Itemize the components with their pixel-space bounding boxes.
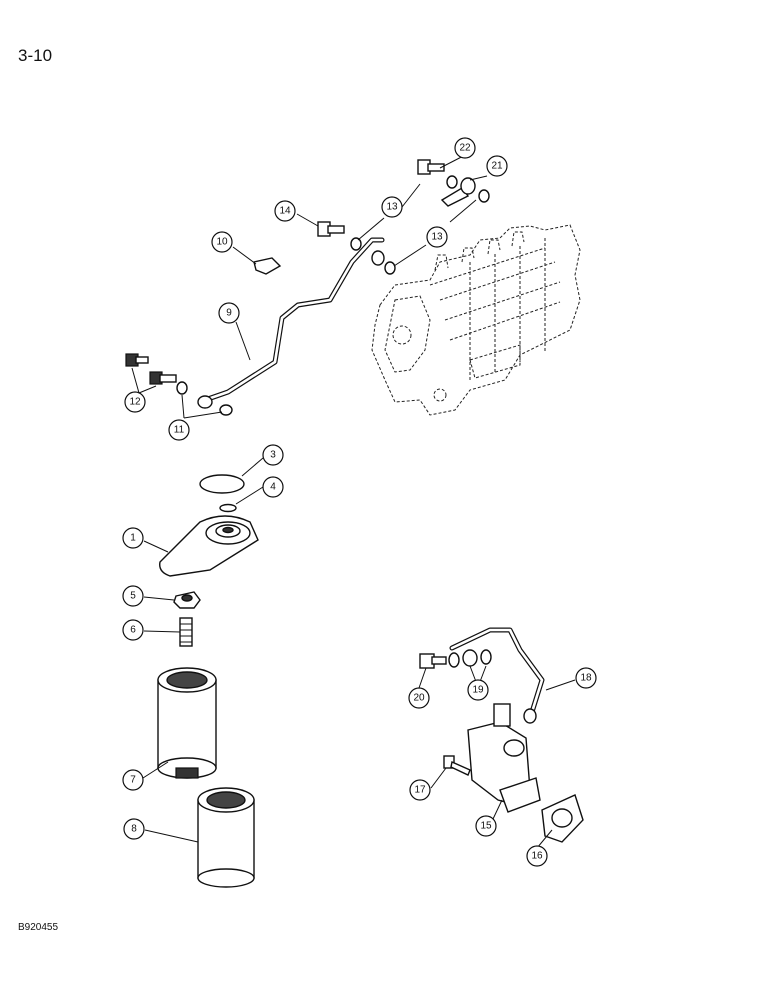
svg-text:14: 14 — [279, 206, 291, 217]
injection-pump-outline — [371, 224, 581, 416]
washer-13a — [350, 237, 362, 251]
callout-5: 5 — [122, 585, 144, 607]
washer-22b — [478, 189, 490, 203]
o-ring-3 — [199, 474, 245, 494]
filter-element-7 — [157, 667, 217, 779]
fuel-line — [197, 237, 385, 409]
svg-text:10: 10 — [216, 237, 228, 248]
filter-head — [159, 515, 259, 577]
callout-15: 15 — [475, 815, 497, 837]
svg-text:3: 3 — [270, 450, 276, 461]
gasket-16 — [541, 794, 584, 843]
callout-17: 17 — [409, 779, 431, 801]
callout-9: 9 — [218, 302, 240, 324]
lift-pump-15 — [467, 703, 541, 813]
svg-text:20: 20 — [413, 693, 425, 704]
svg-text:12: 12 — [129, 397, 141, 408]
callout-19: 19 — [467, 679, 489, 701]
washer-19a — [448, 652, 460, 668]
callout-8: 8 — [123, 818, 145, 840]
banjo-19 — [462, 649, 478, 667]
callout-22: 22 — [454, 137, 476, 159]
figure-code: B920455 — [18, 922, 59, 933]
svg-text:5: 5 — [130, 591, 136, 602]
svg-text:18: 18 — [580, 673, 592, 684]
callout-4: 4 — [262, 476, 284, 498]
callout-1: 1 — [122, 527, 144, 549]
filter-element-8 — [197, 787, 255, 888]
svg-text:15: 15 — [480, 821, 492, 832]
adapter-6 — [179, 617, 193, 647]
banjo-bolt-14 — [317, 221, 345, 237]
bolt-12b — [149, 371, 177, 385]
lift-pump-line-18 — [449, 627, 545, 724]
callout-14: 14 — [274, 200, 296, 222]
svg-text:17: 17 — [414, 785, 426, 796]
callout-11: 11 — [168, 419, 190, 441]
callout-7: 7 — [122, 769, 144, 791]
callout-12: 12 — [124, 391, 146, 413]
callout-10: 10 — [211, 231, 233, 253]
leader-lines — [131, 149, 576, 849]
washer-11a — [176, 381, 188, 395]
svg-text:21: 21 — [491, 161, 503, 172]
washer-11b — [219, 404, 233, 416]
washer-13b — [384, 261, 396, 275]
washer-22a — [446, 175, 458, 189]
svg-text:13: 13 — [386, 202, 398, 213]
svg-text:4: 4 — [270, 482, 276, 493]
clamp — [253, 257, 282, 275]
bolt-20 — [419, 653, 447, 669]
svg-text:6: 6 — [130, 625, 136, 636]
svg-text:11: 11 — [174, 425, 185, 436]
washer-19b — [480, 649, 492, 665]
bolt-12a — [125, 353, 149, 367]
svg-text:19: 19 — [472, 685, 484, 696]
nut-5 — [173, 591, 201, 609]
svg-text:13: 13 — [431, 232, 443, 243]
svg-text:22: 22 — [459, 143, 471, 154]
callout-13a: 13 — [381, 196, 403, 218]
callout-3: 3 — [262, 444, 284, 466]
svg-text:16: 16 — [531, 851, 543, 862]
svg-text:1: 1 — [130, 533, 136, 544]
callout-6: 6 — [122, 619, 144, 641]
page-number: 3-10 — [18, 46, 53, 65]
callout-16: 16 — [526, 845, 548, 867]
svg-text:8: 8 — [131, 824, 137, 835]
bolt-17 — [443, 755, 471, 776]
callout-20: 20 — [408, 687, 430, 709]
callout-18: 18 — [575, 667, 597, 689]
bolt-22 — [417, 159, 445, 175]
svg-text:9: 9 — [226, 308, 232, 319]
fitting-21 — [440, 177, 476, 207]
callout-13b: 13 — [426, 226, 448, 248]
o-ring-4 — [219, 503, 237, 513]
svg-text:7: 7 — [130, 775, 136, 786]
callout-21: 21 — [486, 155, 508, 177]
